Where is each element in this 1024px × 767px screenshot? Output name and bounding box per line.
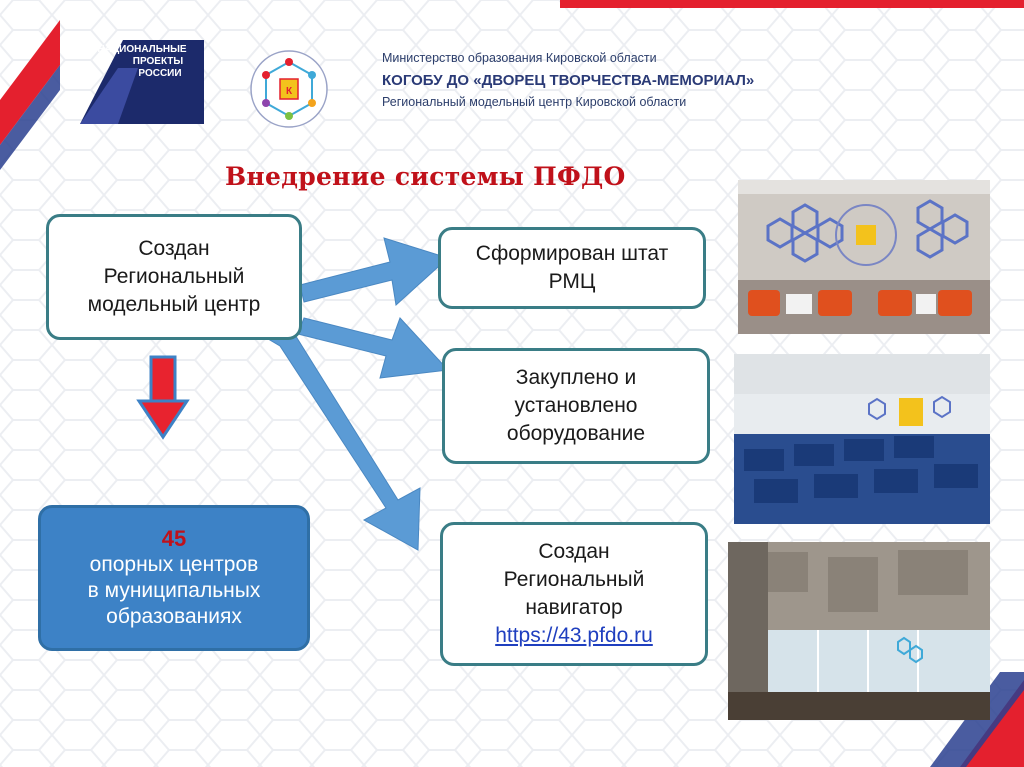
support-centers-box: 45 опорных центров в муниципальных образ… — [38, 505, 310, 651]
logo-line-2: ПРОЕКТЫ — [133, 56, 184, 67]
equipment-line-3: оборудование — [506, 422, 646, 445]
centers-line-3: образованиях — [106, 605, 242, 628]
model-centers-emblem: К — [250, 50, 328, 128]
slide-title: Внедрение системы ПФДО — [225, 162, 626, 191]
regional-center-box: Создан Региональный модельный центр — [46, 214, 302, 340]
emblem-k: К — [286, 86, 293, 97]
navigator-line-2: Региональный — [503, 568, 645, 591]
logo-line-1: НАЦИОНАЛЬНЫЕ — [97, 44, 186, 55]
centers-line-2: в муниципальных — [87, 579, 261, 602]
photo-conference-room — [734, 354, 990, 524]
staff-box: Сформирован штат РМЦ — [438, 227, 706, 309]
logo-line-3: РОССИИ — [138, 68, 181, 79]
staff-line-1: Сформирован штат — [475, 242, 669, 265]
navigator-box: Создан Региональный навигатор https://43… — [440, 522, 708, 666]
main-line-3: модельный центр — [87, 293, 261, 316]
arrow-to-staff — [299, 237, 449, 306]
equipment-line-2: установлено — [514, 394, 638, 417]
ministry-label: Министерство образования Кировской облас… — [382, 51, 657, 65]
navigator-line-3: навигатор — [525, 596, 623, 619]
down-arrow-icon — [136, 355, 190, 440]
main-line-1: Создан — [138, 237, 210, 260]
centers-line-1: опорных центров — [89, 553, 259, 576]
arrow-to-equipment — [297, 317, 450, 379]
photo-glass-office — [728, 542, 990, 720]
main-line-2: Региональный — [103, 265, 245, 288]
arrow-to-navigator — [268, 329, 421, 551]
center-label: Региональный модельный центр Кировской о… — [382, 95, 687, 109]
photo-hall-wall — [738, 180, 990, 334]
navigator-line-1: Создан — [538, 540, 610, 563]
staff-line-2: РМЦ — [548, 270, 596, 293]
equipment-line-1: Закуплено и — [515, 366, 637, 389]
navigator-link[interactable]: https://43.pfdo.ru — [495, 624, 653, 647]
national-projects-logo: НАЦИОНАЛЬНЫЕ ПРОЕКТЫ РОССИИ — [80, 40, 204, 124]
centers-count: 45 — [161, 526, 187, 551]
organization-name: КОГОБУ ДО «ДВОРЕЦ ТВОРЧЕСТВА-МЕМОРИАЛ» — [382, 72, 755, 89]
equipment-box: Закуплено и установлено оборудование — [442, 348, 710, 464]
